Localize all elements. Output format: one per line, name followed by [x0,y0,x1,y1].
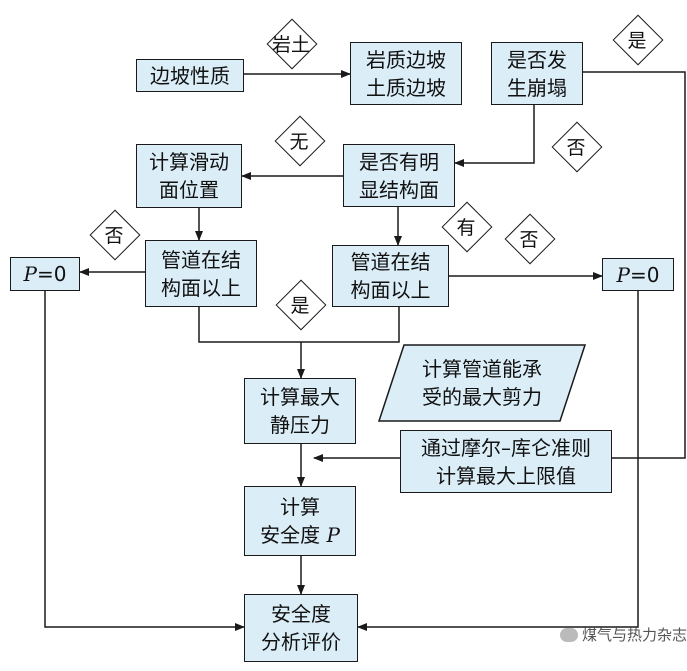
node-slope-property: 边坡性质 [136,59,244,92]
label-yes-collapse: 是 [612,14,662,64]
label-has-structure: 有 [441,201,491,251]
node-mohr-coulomb: 通过摩尔–库仑准则 计算最大上限值 [400,430,612,493]
node-structure-check: 是否有明 显结构面 [343,144,455,207]
edge-collapse-no [454,105,535,167]
wechat-icon [560,627,578,642]
label-no-pipe-right: 否 [504,213,554,263]
node-max-shear-input: 计算管道能承 受的最大剪力 [378,344,586,422]
label-yes-pipe: 是 [275,279,325,329]
node-pipe-above-right: 管道在结 构面以上 [332,245,449,307]
p-variable: P [23,262,37,286]
label-rock-soil: 岩土 [266,18,316,68]
label-no-pipe-left: 否 [89,209,139,259]
edge-collapse-yes [582,71,686,459]
edge-pipe-left-yes [198,307,400,343]
watermark: 煤气与热力杂志 [560,624,687,645]
max-shear-text: 计算管道能承 受的最大剪力 [422,357,542,409]
label-no-collapse: 否 [551,121,601,171]
safety-calc-line1: 计算 安全度 P [260,495,340,547]
node-slide-position: 计算滑动 面位置 [136,144,242,208]
p-zero-value: =0 [36,262,67,286]
p-variable: P [616,262,630,287]
edge-p0-right-to-eval [357,291,639,631]
node-safety-evaluation: 安全度 分析评价 [244,594,358,662]
label-no-structure: 无 [274,115,324,165]
node-max-static-pressure: 计算最大 静压力 [244,378,356,444]
safety-variable: P [326,523,340,547]
p-zero-value: =0 [629,262,660,287]
node-pipe-above-left: 管道在结 构面以上 [145,240,257,307]
edge-p0-left-to-eval [44,291,245,631]
node-safety-calc: 计算 安全度 P [244,486,356,556]
node-rock-soil-slope: 岩质边坡 土质边坡 [350,42,462,105]
node-collapse-check: 是否发 生崩塌 [491,42,583,105]
node-p-zero-right: P=0 [602,258,674,291]
node-p-zero-left: P=0 [10,257,80,291]
